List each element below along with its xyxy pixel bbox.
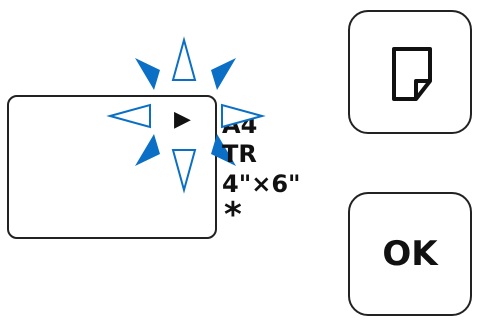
screen-frame bbox=[7, 95, 217, 239]
arrow-down-icon bbox=[171, 149, 197, 194]
arrow-right-icon bbox=[221, 103, 266, 129]
document-button[interactable] bbox=[348, 10, 472, 134]
arrow-up-icon bbox=[171, 36, 197, 81]
size-option: TR bbox=[222, 140, 257, 168]
ok-label: OK bbox=[382, 234, 438, 274]
lcd-display: A4 ▶ TR 4"×6" * bbox=[7, 36, 312, 239]
blink-indicator-bottom-right bbox=[211, 134, 236, 166]
size-option: * bbox=[224, 195, 242, 235]
blink-indicator-bottom-left bbox=[135, 134, 160, 166]
document-icon bbox=[392, 47, 432, 101]
blink-indicator-top-left bbox=[135, 58, 160, 90]
ok-button[interactable]: OK bbox=[348, 192, 472, 316]
size-list: TR 4"×6" * bbox=[222, 112, 312, 232]
blink-indicator-top-right bbox=[211, 58, 236, 90]
size-option: 4"×6" bbox=[222, 170, 301, 198]
lcd-graphics: A4 ▶ bbox=[7, 36, 266, 239]
selection-cursor-icon: ▶ bbox=[174, 107, 191, 132]
arrow-left-icon bbox=[106, 103, 151, 129]
